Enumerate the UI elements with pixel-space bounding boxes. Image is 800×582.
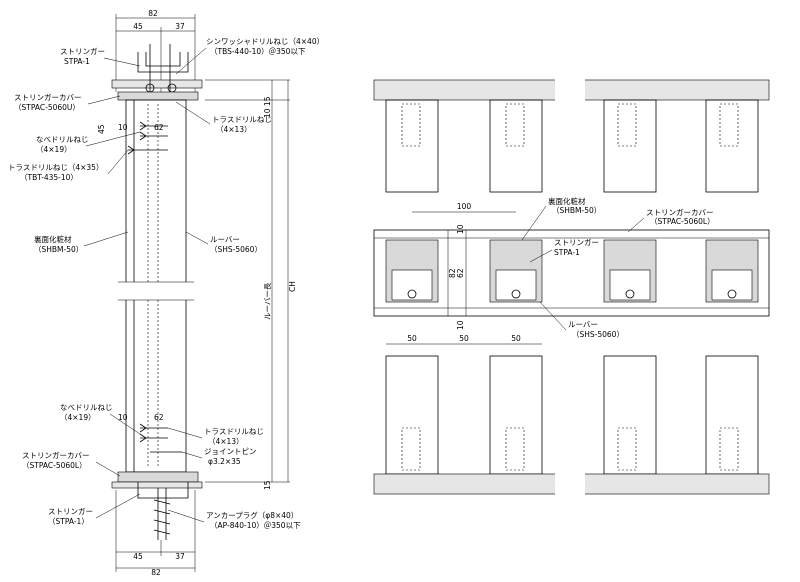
truss-screw-a-code: （4×13） — [216, 125, 252, 134]
stringer-bottom-label: ストリンガー — [48, 506, 93, 516]
dim-bot-37: 37 — [175, 552, 185, 561]
louver-label: ルーバー — [568, 320, 598, 329]
cover-u-label: ストリンガーカバー — [14, 92, 82, 102]
middle-section-frame — [373, 229, 770, 317]
screw-head-icon — [727, 289, 737, 299]
joint-pin-code: φ3.2×35 — [208, 457, 241, 466]
dim-62b: 62 — [154, 413, 164, 422]
back-material-code: （SHBM-50） — [34, 245, 83, 254]
louver-lower-4 — [705, 355, 759, 475]
back-material-code: （SHBM-50） — [552, 206, 601, 215]
louver-length-label: ルーバー長 — [263, 282, 272, 320]
louver-upper-2 — [489, 99, 543, 193]
dim-ch: CH — [288, 281, 297, 292]
back-material-label: 裏面化粧材 — [34, 234, 72, 244]
screw-head-icon — [625, 289, 635, 299]
louver-code: （SHS-5060） — [572, 330, 624, 339]
dim-10a: 10 — [456, 224, 465, 234]
dim-1015: 10 15 — [263, 96, 272, 118]
louver-code: （SHS-5060） — [210, 245, 262, 254]
stringer-top-label: ストリンガー — [60, 46, 105, 56]
dim-10a: 10 — [118, 123, 128, 132]
truss-screw-b-label: トラスドリルねじ（4×35） — [8, 163, 103, 172]
flat-screw-b-code: （4×19） — [60, 413, 96, 422]
bottom-screws — [139, 423, 182, 453]
flat-screw-a-label: なべドリルねじ — [36, 135, 89, 144]
lower-louvers — [385, 355, 759, 475]
washer-screw-label: シンワッシャドリルねじ（4×40） — [206, 37, 324, 46]
dim-bot-45: 45 — [133, 552, 143, 561]
dim-top-37: 37 — [175, 22, 185, 31]
stringer-top-code: STPA-1 — [64, 57, 90, 66]
ceiling-slab — [111, 79, 203, 89]
louver-lower-3 — [603, 355, 657, 475]
joint-pin-label: ジョイントピン — [204, 447, 257, 456]
dim-10b: 10 — [118, 413, 128, 422]
back-material-label: 裏面化粧材 — [548, 196, 586, 206]
middle-louvers — [385, 239, 759, 303]
dim-45: 45 — [97, 124, 106, 134]
floor-slab — [111, 481, 203, 489]
top-screws — [127, 121, 168, 155]
left-section-view: 82 45 37 — [8, 9, 324, 577]
louver-lower-1 — [385, 355, 439, 475]
dim-50b: 50 — [459, 334, 469, 343]
dim-50c: 50 — [511, 334, 521, 343]
louver-label: ルーバー — [210, 235, 240, 244]
dim-100: 100 — [457, 202, 472, 211]
louver-upper-3 — [603, 99, 657, 193]
stringer-bottom-profile — [137, 482, 189, 499]
dim-62: 62 — [456, 268, 465, 278]
cover-l-label: ストリンガーカバー — [646, 207, 714, 217]
anchor-code: （AP-840-10）＠350以下 — [210, 521, 301, 530]
cover-u-code: （STPAC-5060U） — [14, 103, 80, 112]
flat-screw-a-code: （4×19） — [36, 145, 72, 154]
stringer-cover-l — [117, 471, 199, 483]
upper-louvers — [385, 99, 759, 193]
dim-15: 15 — [263, 480, 272, 490]
truss-screw-b-code: （TBT-435-10） — [20, 173, 78, 182]
louver-lower-2 — [489, 355, 543, 475]
stringer-bottom-code: （STPA-1） — [48, 517, 89, 526]
stringer-cover-u — [117, 91, 199, 101]
right-elevation-view: 100 10 62 10 82 50 50 50 裏面化粧材 （SHBM-50）… — [373, 78, 770, 496]
cover-l-label: ストリンガーカバー — [22, 450, 90, 460]
cover-l-code: （STPAC-5060L） — [22, 461, 87, 470]
stringer-code: STPA-1 — [554, 248, 580, 257]
dim-62a: 62 — [154, 123, 164, 132]
dim-top-82: 82 — [148, 9, 158, 18]
dim-82: 82 — [448, 268, 457, 278]
truss-screw-c-label: トラスドリルねじ — [204, 427, 264, 436]
dim-bot-82: 82 — [151, 568, 161, 577]
louver-upper-1 — [385, 99, 439, 193]
washer-screw-code: （TBS-440-10）＠350以下 — [210, 47, 306, 56]
stringer-label: ストリンガー — [554, 237, 599, 247]
anchor-plug — [153, 488, 171, 540]
truss-screw-a-label: トラスドリルねじ — [212, 115, 272, 124]
truss-screw-c-code: （4×13） — [208, 437, 244, 446]
louver-upper-4 — [705, 99, 759, 193]
dim-50a: 50 — [407, 334, 417, 343]
dim-10b: 10 — [456, 320, 465, 330]
stringer-top-profile — [137, 52, 189, 73]
dim-top-45: 45 — [133, 22, 143, 31]
cover-l-code: （STPAC-5060L） — [650, 217, 715, 226]
anchor-label: アンカープラグ（φ8×40） — [206, 510, 298, 520]
flat-screw-b-label: なべドリルねじ — [60, 403, 113, 412]
screw-head-icon — [511, 289, 521, 299]
screw-head-icon — [407, 289, 417, 299]
